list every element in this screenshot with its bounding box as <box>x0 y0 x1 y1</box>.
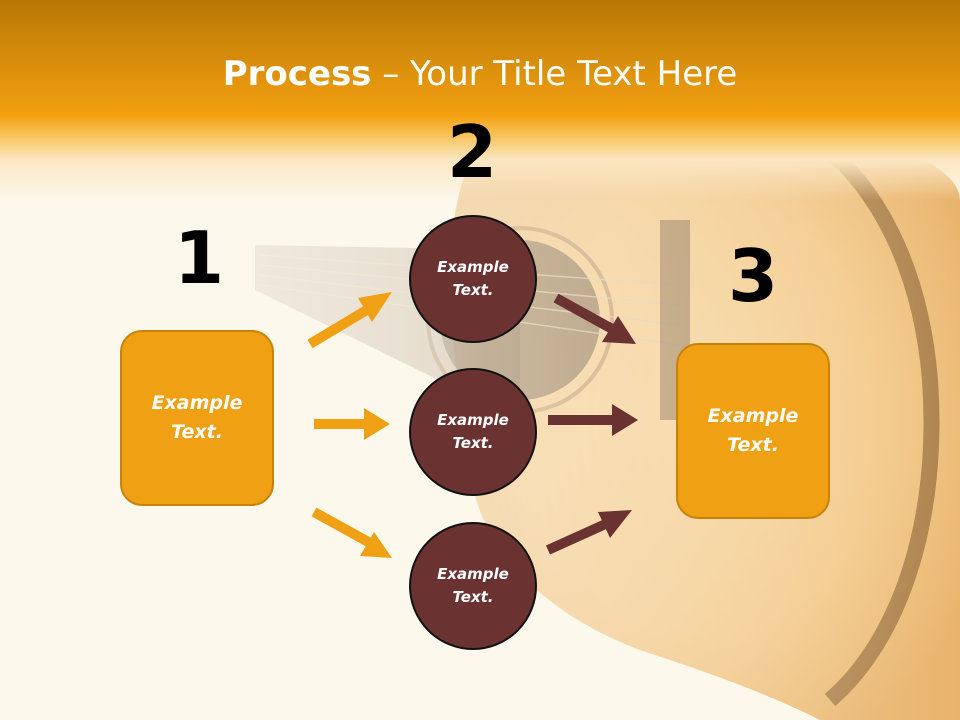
step-2-circle-label: Example Text. <box>437 258 509 299</box>
arrow-1-to-middle <box>314 408 390 440</box>
step-number-1: 1 <box>173 216 225 300</box>
step-2-circle-bottom: Example Text. <box>409 522 537 650</box>
step-2-circle-middle: Example Text. <box>409 368 537 496</box>
step-2-circle-label: Example Text. <box>437 565 509 606</box>
arrow-bottom-to-3 <box>545 510 632 555</box>
arrow-1-to-bottom <box>311 507 392 558</box>
step-2-circle-top: Example Text. <box>409 215 537 343</box>
step-2-circle-label: Example Text. <box>437 411 509 452</box>
arrow-middle-to-3 <box>548 404 638 436</box>
step-3-label: Example Text. <box>707 405 799 456</box>
step-1-box: Example Text. <box>120 330 274 506</box>
arrow-1-to-top <box>307 292 392 349</box>
step-3-box: Example Text. <box>676 343 830 519</box>
title-bold-part: Process <box>222 54 372 94</box>
slide-title: Process – Your Title Text Here <box>0 52 960 96</box>
step-number-3: 3 <box>727 234 779 318</box>
title-rest-part: – Your Title Text Here <box>371 54 738 94</box>
arrow-top-to-3 <box>553 293 636 344</box>
title-banner <box>0 0 960 200</box>
step-number-2: 2 <box>446 110 498 194</box>
step-1-label: Example Text. <box>151 392 243 443</box>
